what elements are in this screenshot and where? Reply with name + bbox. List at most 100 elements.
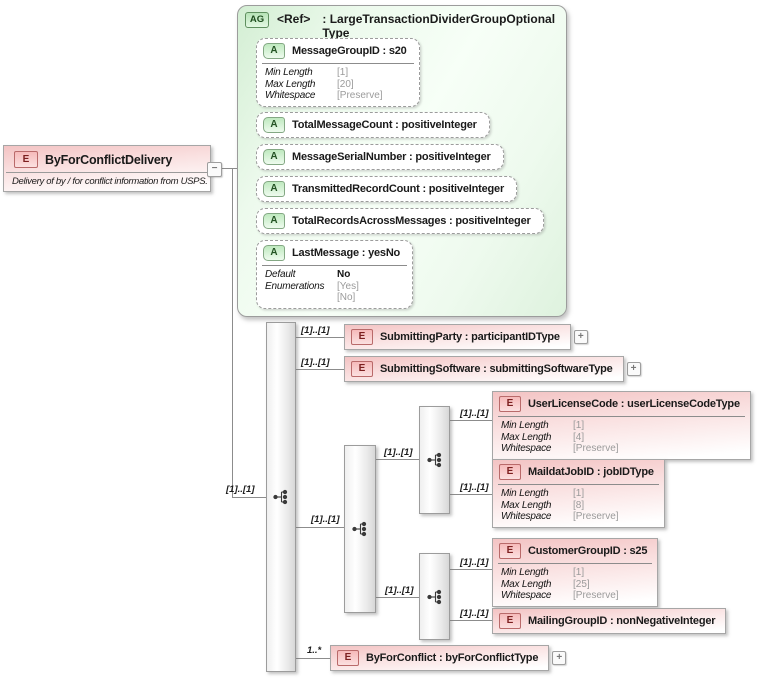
expand-toggle-plus-icon[interactable]: + [573, 330, 588, 344]
facet-value: [Yes] [337, 280, 359, 292]
facet-name: Min Length [501, 567, 549, 578]
facet-value: [1] [573, 420, 585, 431]
sequence-compositor-inner[interactable] [344, 445, 376, 613]
facet-table: Min Length[1] Max Length[8] Whitespace[P… [498, 484, 659, 527]
facet-name: Default [265, 269, 296, 280]
connector-line [374, 459, 419, 460]
cardinality-label: [1]..[1] [311, 514, 340, 525]
attribute-box-totalmessagecount[interactable]: A TotalMessageCount : positiveInteger [256, 112, 490, 138]
element-icon: E [499, 543, 521, 559]
facet-table: Min Length[1] Max Length[4] Whitespace[P… [498, 416, 745, 459]
sequence-icon [352, 521, 367, 537]
facet-value: [8] [573, 499, 585, 511]
element-icon: E [351, 329, 373, 345]
facet-name: Whitespace [265, 90, 316, 101]
collapse-toggle-minus-icon[interactable]: − [207, 162, 222, 177]
cardinality-label: [1]..[1] [384, 447, 413, 458]
connector-line [294, 337, 344, 338]
element-icon: E [351, 361, 373, 377]
element-title: MailingGroupID : nonNegativeInteger [528, 615, 716, 627]
element-box-byforconflict[interactable]: E ByForConflict : byForConflictType [330, 645, 550, 671]
connector-line [294, 369, 344, 370]
attribute-box-messageserialnumber[interactable]: A MessageSerialNumber : positiveInteger [256, 144, 504, 170]
element-title: SubmittingSoftware : submittingSoftwareT… [380, 363, 613, 375]
attribute-group-ref: <Ref> [277, 12, 311, 26]
connector-line [448, 420, 492, 421]
cardinality-label: [1]..[1] [301, 357, 330, 368]
facet-name: Min Length [501, 488, 549, 499]
facet-value: [Preserve] [573, 511, 619, 522]
facet-value: [1] [573, 567, 585, 578]
attribute-title: TransmittedRecordCount : positiveInteger [292, 183, 505, 195]
cardinality-label: 1..* [307, 645, 322, 656]
element-icon: E [499, 613, 521, 629]
attribute-icon: A [263, 245, 285, 261]
expand-toggle-plus-icon[interactable]: + [626, 362, 641, 376]
connector-line [448, 569, 492, 570]
facet-value: [Preserve] [573, 443, 619, 454]
element-box-maildatjobid[interactable]: E MaildatJobID : jobIDType Min Length[1]… [492, 459, 665, 528]
element-title: SubmittingParty : participantIDType [380, 331, 560, 343]
attribute-icon: A [263, 181, 285, 197]
attribute-icon: A [263, 117, 285, 133]
facet-value: [1] [337, 67, 349, 78]
cardinality-label: [1]..[1] [301, 325, 330, 336]
element-icon: E [499, 396, 521, 412]
attribute-box-transmittedrecordcount[interactable]: A TransmittedRecordCount : positiveInteg… [256, 176, 518, 202]
facet-name: Max Length [501, 431, 552, 443]
facet-name: Max Length [265, 78, 316, 90]
element-box-submittingparty[interactable]: E SubmittingParty : participantIDType [344, 324, 571, 350]
facet-name: Enumerations [265, 280, 325, 292]
facet-name: Whitespace [501, 590, 552, 601]
element-box-mailinggroupid[interactable]: E MailingGroupID : nonNegativeInteger [492, 608, 727, 634]
element-node-submittingparty: E SubmittingParty : participantIDType + [344, 324, 588, 350]
connector-line [220, 168, 237, 169]
connector-line [448, 494, 492, 495]
facet-value: [No] [337, 292, 356, 303]
attribute-box-totalrecordsacrossmessages[interactable]: A TotalRecordsAcrossMessages : positiveI… [256, 208, 544, 234]
attribute-title: TotalMessageCount : positiveInteger [292, 119, 477, 131]
facet-name: Whitespace [501, 443, 552, 454]
sequence-compositor-main[interactable] [266, 322, 296, 672]
connector-line [233, 497, 266, 498]
facet-table: Min Length[1] Max Length[20] Whitespace[… [262, 63, 414, 106]
facet-value: [25] [573, 578, 590, 590]
connector-line [294, 658, 330, 659]
facet-value: [20] [337, 78, 354, 90]
sequence-compositor-license[interactable] [419, 406, 450, 514]
attribute-icon: A [263, 149, 285, 165]
attribute-title: MessageGroupID : s20 [292, 45, 407, 57]
cardinality-label: [1]..[1] [226, 484, 255, 495]
sequence-icon [426, 452, 441, 468]
facet-value: [Preserve] [573, 590, 619, 601]
element-node-submittingsoftware: E SubmittingSoftware : submittingSoftwar… [344, 356, 641, 382]
facet-name: Min Length [265, 67, 313, 78]
facet-table: Min Length [1] Max Length [25] Whitespace [… [498, 563, 653, 606]
attribute-group-header: AG <Ref> : LargeTransactionDividerGroupO… [238, 6, 566, 40]
element-box-submittingsoftware[interactable]: E SubmittingSoftware : submittingSoftwar… [344, 356, 624, 382]
facet-name: Whitespace [501, 511, 552, 522]
element-icon: E [14, 151, 38, 168]
element-box-byforconflictdelivery[interactable]: E ByForConflictDelivery Delivery of by /… [3, 145, 211, 192]
attribute-group-type: : LargeTransactionDividerGroupOptionalTy… [322, 12, 556, 40]
connector-line [448, 620, 492, 621]
facet-value: [1] [573, 488, 585, 499]
attribute-box-messagegroupid[interactable]: A MessageGroupID : s20 Min Length[1] Max… [256, 38, 420, 107]
cardinality-label: [1]..[1] [460, 557, 489, 568]
element-box-userlicensecode[interactable]: E UserLicenseCode : userLicenseCodeType … [492, 391, 751, 460]
connector-line [294, 527, 344, 528]
sequence-icon [273, 489, 288, 505]
attribute-icon: A [263, 213, 285, 229]
expand-toggle-plus-icon[interactable]: + [552, 651, 567, 665]
facet-name: Max Length [501, 578, 552, 590]
attribute-group-icon: AG [245, 12, 269, 28]
sequence-compositor-group[interactable] [419, 553, 450, 640]
connector-line [232, 168, 233, 498]
sequence-icon [426, 589, 441, 604]
element-box-customergroupid[interactable]: E CustomerGroupID : s25 Min Length[1] Ma… [492, 538, 659, 607]
element-title: ByForConflictDelivery [45, 152, 173, 167]
element-node-byforconflict: E ByForConflict : byForConflictType + [330, 645, 567, 671]
element-icon: E [337, 650, 359, 666]
